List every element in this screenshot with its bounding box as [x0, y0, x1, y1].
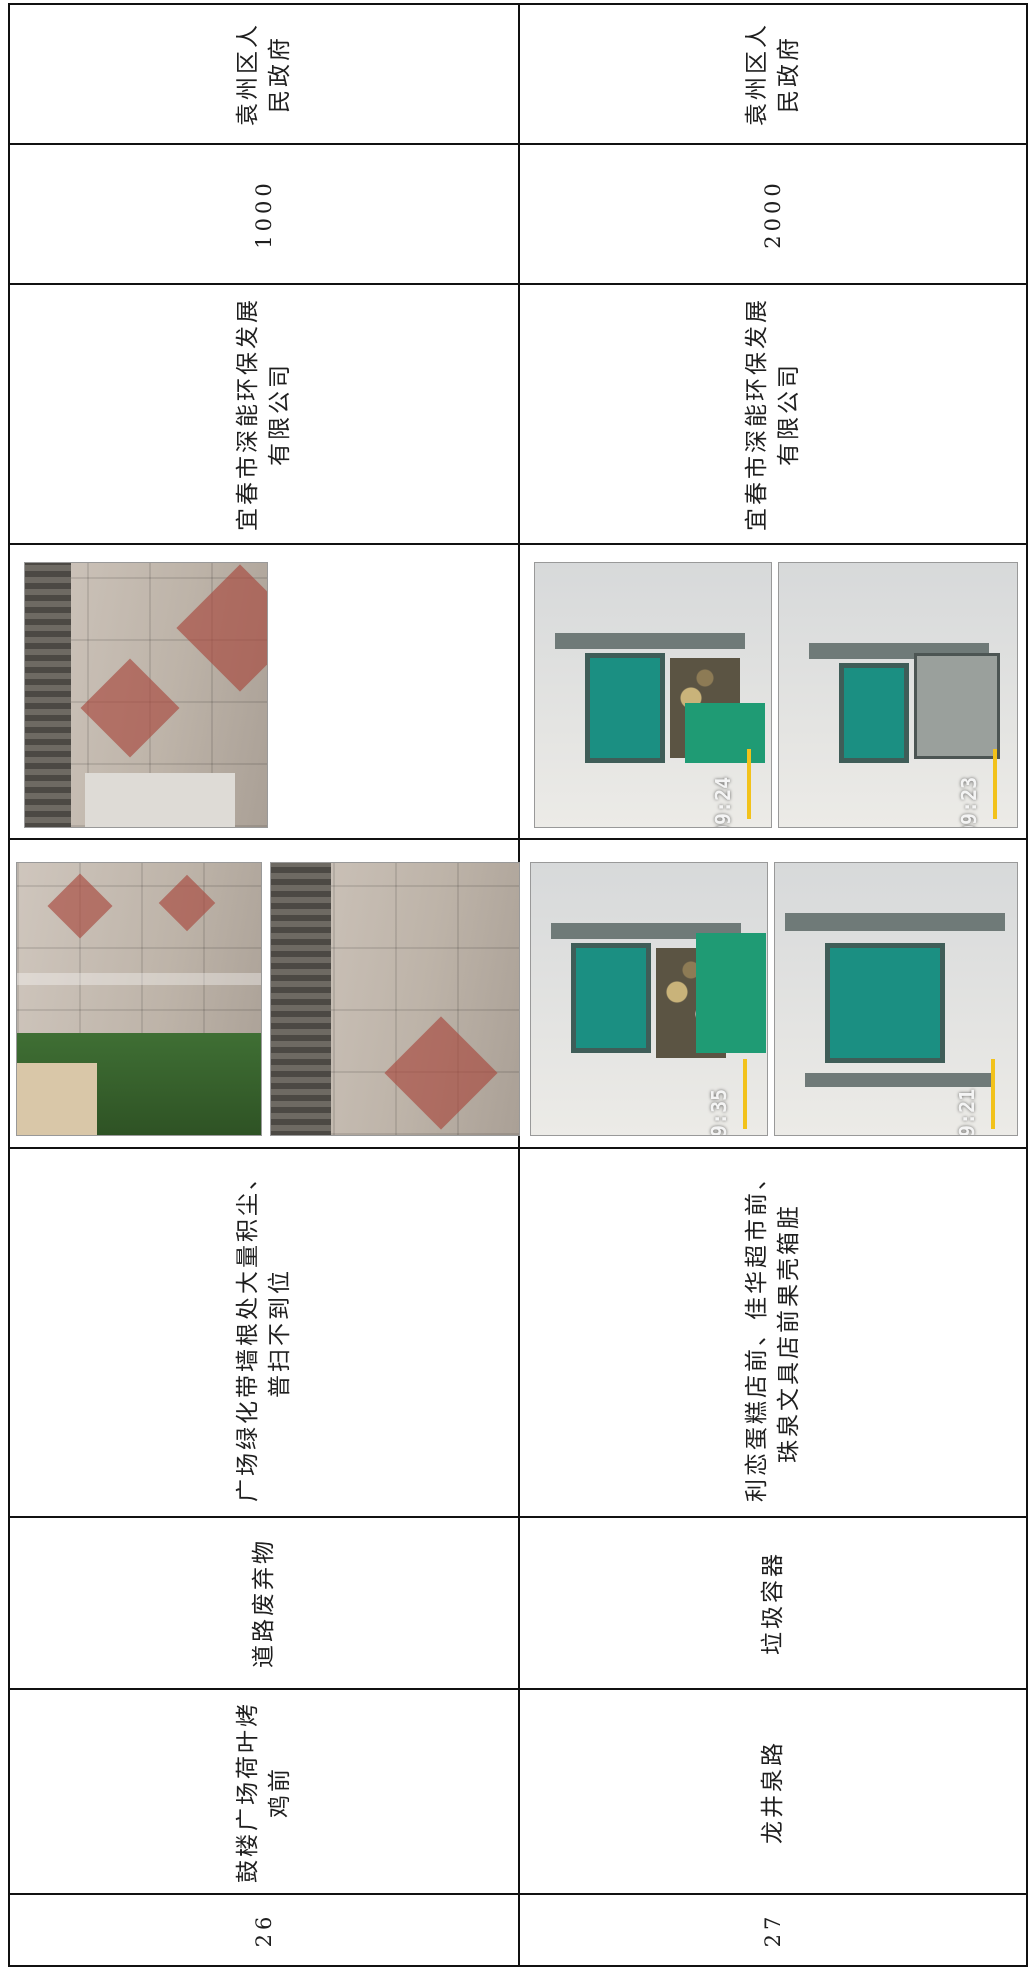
number-cell: 26 [10, 1895, 518, 1965]
timestamp-bar [747, 749, 751, 819]
company-cell: 宜春市深能环保发展 有限公司 [10, 285, 518, 543]
timestamp-bar [991, 1059, 995, 1129]
column-line [8, 283, 1026, 285]
before-photo [16, 862, 262, 1136]
bin-bucket [696, 933, 766, 1053]
floor-pattern [158, 874, 216, 932]
category-text: 垃圾容器 [760, 1551, 786, 1655]
photo-timestamp: 09:21 [955, 1088, 979, 1136]
authority-text: 袁州区人 民政府 [235, 22, 293, 126]
amount-text: 1000 [252, 179, 276, 249]
column-line [8, 1516, 1026, 1518]
location-text: 鼓楼广场荷叶烤 鸡前 [235, 1700, 293, 1883]
floor-pattern [384, 1016, 498, 1130]
column-line [8, 1147, 1026, 1149]
authority-text: 袁州区人 民政府 [744, 22, 802, 126]
amount-text: 2000 [761, 179, 785, 249]
authority-cell: 袁州区人 民政府 [10, 5, 518, 143]
bin-frame [551, 923, 741, 939]
number-text: 26 [252, 1912, 276, 1948]
bin-frame [555, 633, 745, 649]
issue-cell: 利恋蛋糕店前、佳华超市前、 珠泉文具店前果壳箱脏 [520, 1149, 1026, 1516]
column-line [8, 1893, 1026, 1895]
bin-frame [805, 1073, 995, 1087]
table-row: 袁州区人 民政府 1000 宜春市深能环保发展 有限公司 广场绿 [10, 5, 520, 1965]
issue-cell: 广场绿化带墙根处大量积尘、 普扫不到位 [10, 1149, 518, 1516]
table-border-right [1026, 3, 1028, 1967]
company-text: 宜春市深能环保发展 有限公司 [235, 297, 293, 531]
column-line [8, 838, 1026, 840]
table-border-left [8, 3, 10, 1967]
category-text: 道路废弃物 [251, 1538, 277, 1668]
before-photo: 09:35 [530, 862, 768, 1136]
table-border-bottom [8, 1965, 1026, 1967]
floor-pattern [176, 564, 267, 692]
bin-frame [785, 913, 1005, 931]
amount-cell: 1000 [10, 145, 518, 283]
base-block [85, 773, 235, 827]
column-line [8, 1688, 1026, 1690]
bin-panel [571, 943, 651, 1053]
location-cell: 鼓楼广场荷叶烤 鸡前 [10, 1690, 518, 1893]
floor-pattern [47, 873, 113, 939]
category-cell: 道路废弃物 [10, 1518, 518, 1688]
location-cell: 龙井泉路 [520, 1690, 1026, 1893]
timestamp-bar [743, 1059, 747, 1129]
after-photo [24, 562, 268, 828]
before-photo [270, 862, 520, 1136]
location-text: 龙井泉路 [760, 1739, 786, 1844]
company-cell: 宜春市深能环保发展 有限公司 [520, 285, 1026, 543]
walkway-line [17, 973, 261, 985]
table-border-top [8, 3, 1026, 5]
photo-timestamp: 09:35 [707, 1088, 731, 1136]
table-row: 袁州区人 民政府 2000 宜春市深能环保发展 有限公司 09:24 09:23 [520, 5, 1026, 1965]
issue-text: 利恋蛋糕店前、佳华超市前、 珠泉文具店前果壳箱脏 [744, 1163, 802, 1502]
company-text: 宜春市深能环保发展 有限公司 [744, 297, 802, 531]
number-cell: 27 [520, 1895, 1026, 1965]
authority-cell: 袁州区人 民政府 [520, 5, 1026, 143]
photo-timestamp: 09:24 [711, 776, 735, 828]
brick-border [271, 863, 331, 1135]
photo-timestamp: 09:23 [957, 776, 981, 828]
bin-panel [839, 663, 909, 763]
column-line [8, 143, 1026, 145]
bin-panel [825, 943, 945, 1063]
after-photo: 09:23 [778, 562, 1018, 828]
before-photo: 09:21 [774, 862, 1018, 1136]
buildings [17, 1063, 97, 1135]
bin-panel [585, 653, 665, 763]
floor-pattern [80, 658, 180, 758]
category-cell: 垃圾容器 [520, 1518, 1026, 1688]
amount-cell: 2000 [520, 145, 1026, 283]
bin-lid [914, 653, 1000, 759]
number-text: 27 [761, 1912, 785, 1948]
issue-text: 广场绿化带墙根处大量积尘、 普扫不到位 [235, 1163, 293, 1502]
column-line [8, 543, 1026, 545]
timestamp-bar [993, 749, 997, 819]
after-photo: 09:24 [534, 562, 772, 828]
bin-bucket [685, 703, 765, 763]
brick-border [25, 563, 71, 827]
